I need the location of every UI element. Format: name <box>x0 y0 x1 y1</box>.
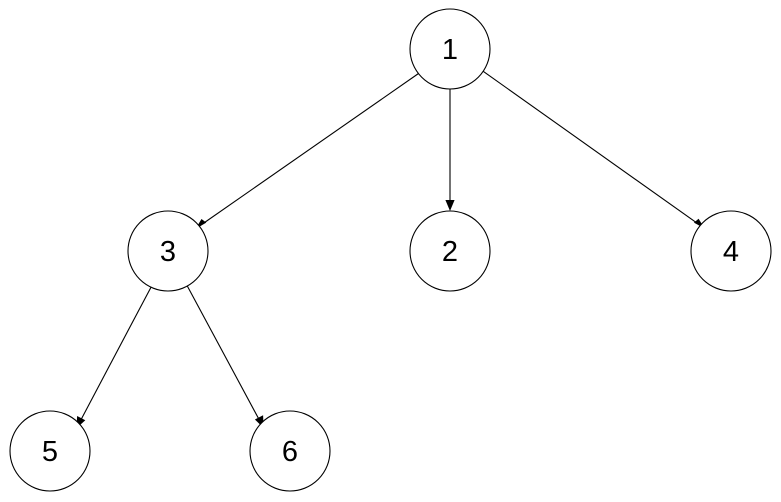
node-5[interactable]: 5 <box>9 410 91 492</box>
node-layer: 1 3 2 4 5 6 <box>9 8 772 492</box>
node-5-label: 5 <box>42 436 58 468</box>
node-3-label: 3 <box>160 236 176 268</box>
edge-1-to-2[interactable] <box>445 89 455 211</box>
node-2-circle <box>409 210 491 292</box>
node-6-label: 6 <box>282 436 298 468</box>
node-4-circle <box>690 210 772 292</box>
edge-3-to-5-line <box>78 286 152 425</box>
edge-3-to-6[interactable] <box>186 285 264 428</box>
node-4-label: 4 <box>723 236 739 268</box>
edge-1-to-4-line <box>482 70 702 227</box>
node-1-label: 1 <box>442 34 458 66</box>
node-3-circle <box>127 210 209 292</box>
node-2[interactable]: 2 <box>409 210 491 292</box>
edge-3-to-5[interactable] <box>76 286 152 429</box>
node-4[interactable]: 4 <box>690 210 772 292</box>
edge-1-to-3-line <box>198 73 419 227</box>
node-2-label: 2 <box>442 236 458 268</box>
node-1-circle <box>409 8 491 90</box>
node-6[interactable]: 6 <box>249 410 331 492</box>
edge-1-to-3[interactable] <box>195 73 419 229</box>
node-1[interactable]: 1 <box>409 8 491 90</box>
edge-3-to-6-line <box>186 285 262 425</box>
node-6-circle <box>249 410 331 492</box>
node-3[interactable]: 3 <box>127 210 209 292</box>
edge-1-to-2-arrowhead <box>445 200 455 211</box>
node-5-circle <box>9 410 91 492</box>
edge-1-to-4[interactable] <box>482 70 705 229</box>
